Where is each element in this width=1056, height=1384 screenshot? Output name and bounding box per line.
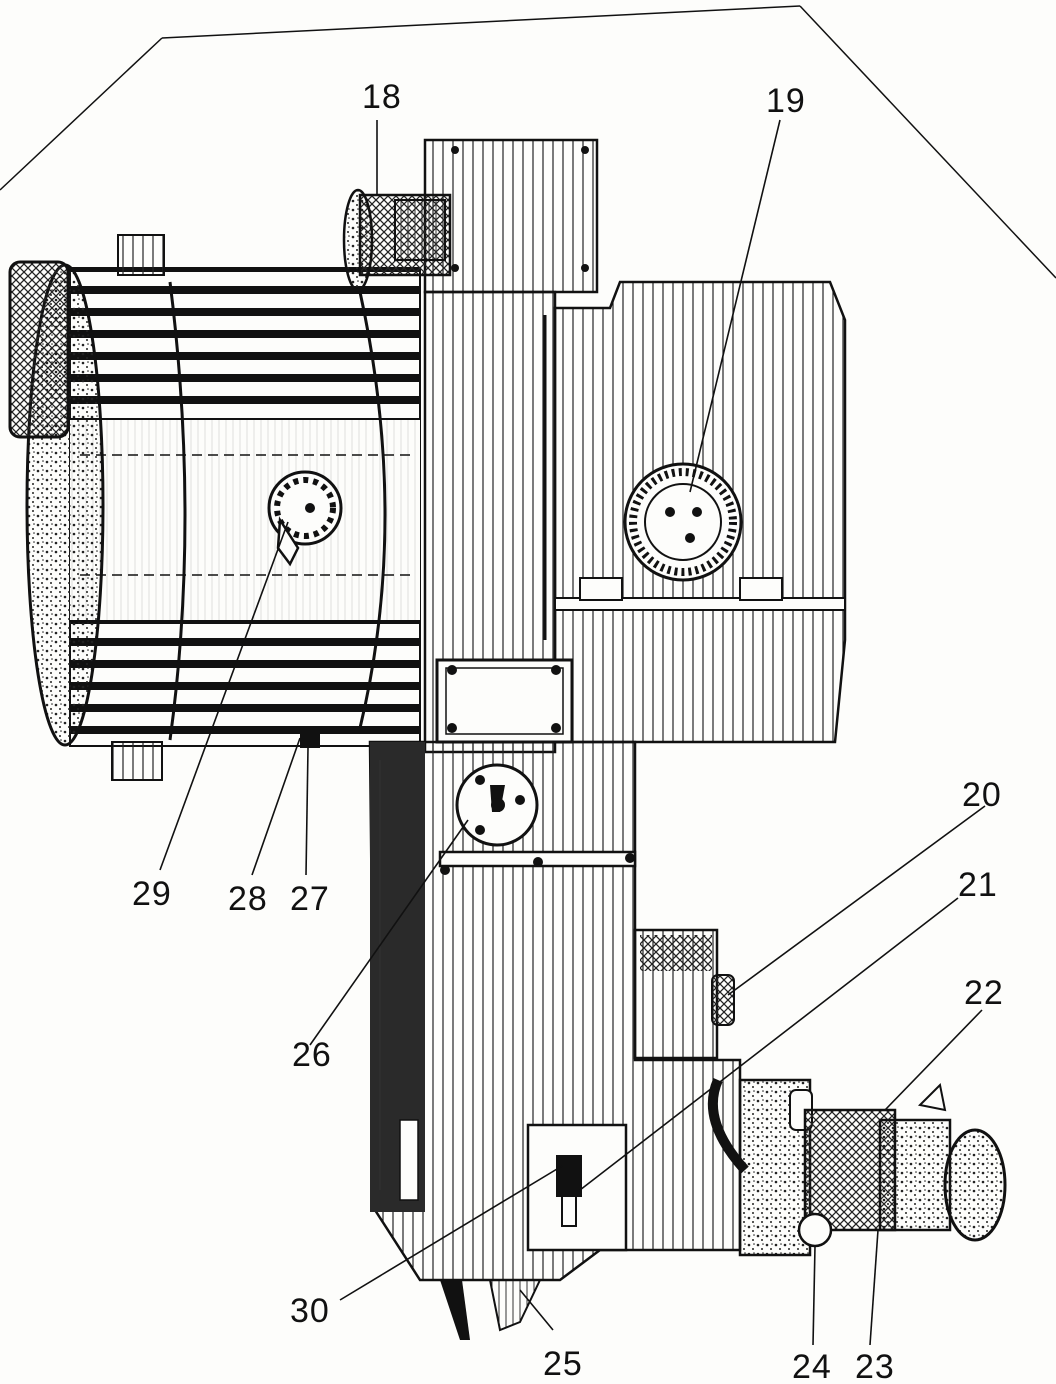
callout-23: 23 — [855, 1348, 895, 1384]
callout-25: 25 — [543, 1345, 583, 1383]
callout-29: 29 — [132, 875, 172, 913]
name-plate — [435, 658, 574, 744]
callout-28: 28 — [228, 880, 268, 918]
callout-24: 24 — [792, 1348, 832, 1384]
info-plate — [526, 1123, 628, 1252]
barrel-tab — [300, 730, 320, 748]
rotary-switch-26 — [455, 763, 539, 847]
callout-19: 19 — [766, 82, 806, 120]
frame-outline — [0, 5, 1056, 279]
graduated-dial-19 — [623, 462, 743, 582]
leader-lines — [159, 119, 986, 1346]
callout-18: 18 — [362, 78, 402, 116]
base-feet — [440, 1279, 542, 1340]
barrel-end-cap — [8, 234, 165, 781]
callout-20: 20 — [962, 776, 1002, 814]
eyepiece-assembly — [707, 1077, 1007, 1257]
callout-21: 21 — [958, 866, 998, 904]
focus-knob-18 — [342, 188, 452, 292]
callout-30: 30 — [290, 1292, 330, 1330]
callout-labels: 18 19 20 21 22 23 24 25 26 27 28 29 30 — [132, 78, 1004, 1384]
callout-27: 27 — [290, 880, 330, 918]
telescope-barrel — [69, 267, 421, 747]
upper-housing — [423, 138, 599, 294]
callout-26: 26 — [292, 1036, 332, 1074]
side-box-20 — [633, 928, 735, 1060]
lower-body — [368, 740, 742, 1282]
callout-22: 22 — [964, 974, 1004, 1012]
